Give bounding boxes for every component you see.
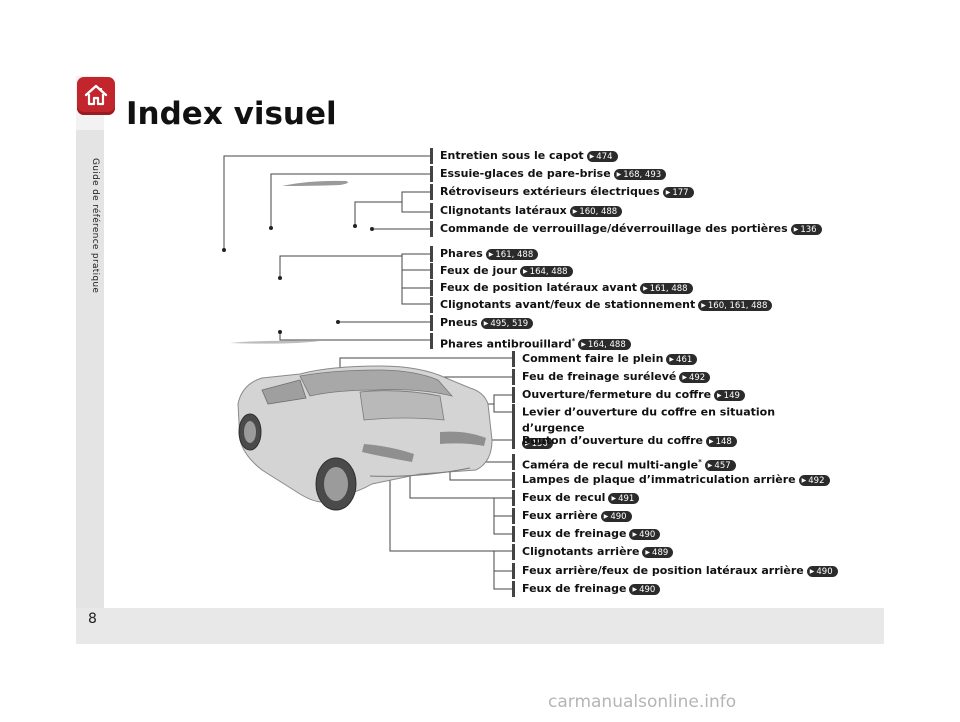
section-tab — [76, 130, 104, 608]
page-ref-link[interactable]: 492 — [798, 474, 830, 486]
callout-backup-lights: Feux de recul491 — [512, 490, 640, 506]
page-ref-link[interactable]: 490 — [629, 583, 661, 595]
rear-car-illustration — [237, 365, 493, 511]
callout-trunk-release-button: Bouton d’ouverture du coffre148 — [512, 433, 737, 449]
callout-rear-tail-side-marker-lights: Feux arrière/feux de position latéraux a… — [512, 563, 838, 579]
page-ref-link[interactable]: 160, 161, 488 — [698, 299, 773, 311]
page-title: Index visuel — [126, 96, 337, 132]
page-ref-link[interactable]: 168, 493 — [613, 168, 667, 180]
callout-emergency-trunk-lever: Levier d’ouverture du coffre en situatio… — [512, 404, 822, 449]
callout-license-plate-lights: Lampes de plaque d’immatriculation arriè… — [512, 472, 830, 488]
page-ref-link[interactable]: 161, 488 — [640, 282, 693, 294]
page-ref-link[interactable]: 148 — [705, 435, 737, 447]
page-ref-link[interactable]: 457 — [704, 460, 736, 472]
callout-daytime-running-lights: Feux de jour164, 488 — [430, 263, 573, 279]
callout-brake-lights: Feux de freinage490 — [512, 526, 661, 542]
callout-headlights: Phares161, 488 — [430, 246, 539, 262]
page-ref-link[interactable]: 461 — [666, 353, 698, 365]
page-ref-link[interactable]: 136 — [790, 223, 822, 235]
home-button[interactable] — [77, 77, 115, 115]
callout-refueling: Comment faire le plein461 — [512, 351, 698, 367]
page-ref-link[interactable]: 474 — [586, 150, 618, 162]
callout-trunk-open-close: Ouverture/fermeture du coffre149 — [512, 387, 745, 403]
callout-brake-lights-lower: Feux de freinage490 — [512, 581, 661, 597]
callout-multi-view-rear-camera: Caméra de recul multi-angle*457 — [512, 454, 736, 472]
callout-front-side-marker-lights: Feux de position latéraux avant161, 488 — [430, 280, 693, 296]
watermark: carmanualsonline.info — [548, 692, 737, 712]
callout-fog-lights: Phares antibrouillard*164, 488 — [430, 333, 631, 351]
callout-high-mount-brake-light: Feu de freinage surélevé492 — [512, 369, 711, 385]
page-ref-link[interactable]: 491 — [608, 492, 640, 504]
page-ref-link[interactable]: 149 — [714, 389, 745, 401]
page-ref-link[interactable]: 490 — [600, 510, 632, 522]
page-footer — [76, 608, 884, 644]
callout-front-turn-parking-lights: Clignotants avant/feux de stationnement1… — [430, 297, 773, 313]
callout-hood-maintenance: Entretien sous le capot474 — [430, 148, 618, 164]
page-ref-link[interactable]: 150 — [522, 437, 553, 449]
callout-windshield-wipers: Essuie-glaces de pare-brise168, 493 — [430, 166, 667, 182]
page-ref-link[interactable]: 177 — [662, 186, 694, 198]
page-ref-link[interactable]: 492 — [679, 371, 711, 383]
callout-side-turn-signals: Clignotants latéraux160, 488 — [430, 203, 623, 219]
page-ref-link[interactable]: 495, 519 — [480, 317, 534, 329]
callout-tires: Pneus495, 519 — [430, 315, 534, 331]
page-ref-link[interactable]: 489 — [642, 546, 674, 558]
home-icon — [84, 84, 108, 106]
page-ref-link[interactable]: 164, 488 — [520, 265, 573, 277]
section-label: Guide de référence pratique — [90, 158, 100, 294]
callout-rear-turn-signals: Clignotants arrière489 — [512, 544, 674, 560]
front-car-roof-sketch — [282, 180, 348, 186]
page-number: 8 — [88, 611, 97, 627]
page-ref-link[interactable]: 164, 488 — [578, 339, 631, 351]
page-ref-link[interactable]: 490 — [629, 528, 661, 540]
page-ref-link[interactable]: 161, 488 — [485, 248, 539, 260]
page-ref-link[interactable]: 160, 488 — [569, 205, 623, 217]
callout-taillights: Feux arrière490 — [512, 508, 632, 524]
page-ref-link[interactable]: 490 — [806, 565, 838, 577]
front-car-bumper-sketch — [230, 340, 320, 344]
callout-power-mirrors: Rétroviseurs extérieurs électriques177 — [430, 184, 694, 200]
callout-door-lock-control: Commande de verrouillage/déverrouillage … — [430, 221, 822, 237]
